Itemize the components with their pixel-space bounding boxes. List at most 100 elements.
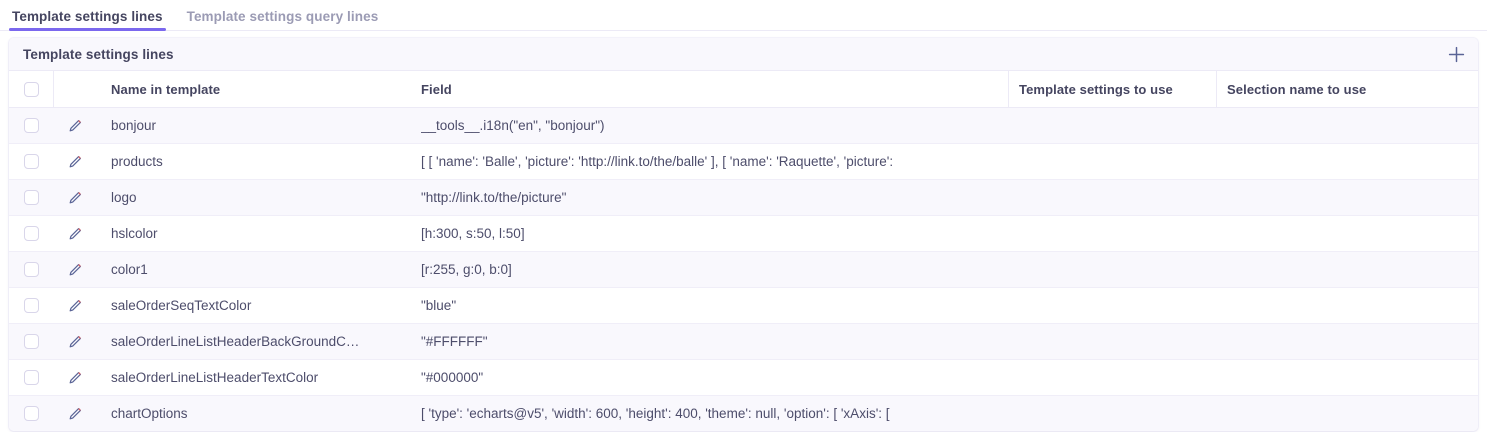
- row-checkbox[interactable]: [23, 118, 39, 133]
- cell-name-in-template[interactable]: products: [98, 143, 411, 180]
- pencil-icon[interactable]: [67, 117, 84, 134]
- select-all-header: [9, 71, 54, 108]
- pencil-icon[interactable]: [67, 405, 84, 422]
- panel-title: Template settings lines: [23, 46, 174, 62]
- row-checkbox[interactable]: [23, 262, 39, 277]
- cell-selection-name-to-use[interactable]: [1216, 287, 1478, 324]
- cell-template-settings-to-use[interactable]: [1008, 179, 1217, 216]
- row-select-cell: [9, 179, 54, 216]
- cell-field-text: "blue": [421, 298, 457, 313]
- row-edit-cellbox: [54, 288, 99, 323]
- tab-label: Template settings query lines: [186, 8, 379, 24]
- cell-field[interactable]: [r:255, g:0, b:0]: [411, 251, 1009, 288]
- cell-template-settings-to-use[interactable]: [1008, 395, 1217, 431]
- column-header-selection-name-to-use[interactable]: Selection name to use: [1216, 71, 1478, 108]
- pencil-icon[interactable]: [67, 153, 84, 170]
- row-checkbox[interactable]: [23, 226, 39, 241]
- table-row[interactable]: bonjour __tools__.i18n("en", "bonjour"): [9, 107, 1478, 144]
- cell-selection-name-to-use[interactable]: [1216, 251, 1478, 288]
- cell-field[interactable]: [ 'type': 'echarts@v5', 'width': 600, 'h…: [411, 395, 1009, 431]
- cell-name-in-template[interactable]: chartOptions: [98, 395, 411, 431]
- cell-template-settings-to-use[interactable]: [1008, 323, 1217, 360]
- cell-field[interactable]: "blue": [411, 287, 1009, 324]
- cell-name-text: logo: [111, 190, 137, 205]
- tab-template-settings-lines[interactable]: Template settings lines: [0, 8, 175, 31]
- row-select-cellbox: [9, 180, 54, 215]
- cell-name-in-template[interactable]: bonjour: [98, 107, 411, 144]
- row-select-cell: [9, 359, 54, 396]
- cell-name-text: chartOptions: [111, 406, 188, 421]
- cell-name-text: saleOrderLineListHeaderTextColor: [111, 370, 319, 385]
- table-row[interactable]: hslcolor [h:300, s:50, l:50]: [9, 215, 1478, 252]
- row-checkbox[interactable]: [23, 190, 39, 205]
- pencil-icon[interactable]: [67, 225, 84, 242]
- select-all-checkbox[interactable]: [23, 81, 39, 97]
- cell-template-settings-to-use[interactable]: [1008, 215, 1217, 252]
- tab-bar: Template settings lines Template setting…: [0, 0, 1487, 31]
- cell-selection-name-to-use[interactable]: [1216, 107, 1478, 144]
- cell-name-in-template[interactable]: hslcolor: [98, 215, 411, 252]
- row-edit-cellbox: [54, 216, 99, 251]
- row-edit-cellbox: [54, 360, 99, 395]
- table-row[interactable]: saleOrderLineListHeaderBackGroundC…"#FFF…: [9, 323, 1478, 360]
- cell-name-text: hslcolor: [111, 226, 158, 241]
- cell-selection-name-to-use[interactable]: [1216, 395, 1478, 431]
- row-select-cellbox: [9, 108, 54, 143]
- column-header-template-settings-to-use[interactable]: Template settings to use: [1008, 71, 1217, 108]
- table-row[interactable]: chartOptions [ 'type': 'echarts@v5', 'wid…: [9, 395, 1478, 431]
- row-edit-cell: [53, 287, 99, 324]
- cell-selection-name-to-use[interactable]: [1216, 179, 1478, 216]
- row-select-cellbox: [9, 252, 54, 287]
- cell-template-settings-to-use[interactable]: [1008, 287, 1217, 324]
- column-header-name-in-template[interactable]: Name in template: [98, 71, 411, 108]
- tab-label: Template settings lines: [12, 8, 163, 24]
- tab-template-settings-query-lines[interactable]: Template settings query lines: [175, 8, 391, 31]
- row-checkbox[interactable]: [23, 154, 39, 169]
- pencil-icon[interactable]: [67, 297, 84, 314]
- row-checkbox[interactable]: [23, 334, 39, 349]
- cell-field[interactable]: "#000000": [411, 359, 1009, 396]
- row-edit-cell: [53, 395, 98, 431]
- pencil-icon[interactable]: [67, 189, 84, 206]
- cell-field[interactable]: __tools__.i18n("en", "bonjour"): [411, 107, 1009, 144]
- plus-icon: [1448, 46, 1465, 63]
- cell-selection-name-to-use[interactable]: [1216, 143, 1478, 180]
- cell-name-in-template[interactable]: saleOrderSeqTextColor: [98, 287, 411, 324]
- pencil-icon[interactable]: [67, 261, 84, 278]
- panel-header: Template settings lines: [9, 38, 1478, 71]
- cell-selection-name-to-use[interactable]: [1216, 359, 1478, 396]
- row-select-cell: [9, 323, 54, 360]
- row-select-cellbox: [9, 360, 54, 395]
- row-checkbox[interactable]: [23, 298, 39, 313]
- cell-field[interactable]: "http://link.to/the/picture": [411, 179, 1009, 216]
- cell-template-settings-to-use[interactable]: [1008, 143, 1217, 180]
- cell-template-settings-to-use[interactable]: [1008, 107, 1217, 144]
- table-row[interactable]: products[ [ 'name': 'Balle', 'picture': …: [9, 143, 1478, 180]
- row-edit-cellbox: [54, 144, 99, 179]
- cell-field-text: "#000000": [421, 370, 484, 385]
- cell-field[interactable]: [h:300, s:50, l:50]: [411, 215, 1009, 252]
- row-checkbox[interactable]: [23, 406, 39, 421]
- table-row[interactable]: saleOrderLineListHeaderTextColor "#000000…: [9, 359, 1478, 396]
- cell-template-settings-to-use[interactable]: [1008, 251, 1217, 288]
- table-row[interactable]: color1[r:255, g:0, b:0]: [9, 251, 1478, 288]
- cell-selection-name-to-use[interactable]: [1216, 323, 1478, 360]
- cell-name-in-template[interactable]: saleOrderLineListHeaderBackGroundC…: [98, 323, 411, 360]
- table-body: bonjour __tools__.i18n("en", "bonjour") pr…: [9, 107, 1478, 431]
- cell-field[interactable]: [ [ 'name': 'Balle', 'picture': 'http://…: [411, 143, 1009, 180]
- table-row[interactable]: saleOrderSeqTextColor "blue": [9, 287, 1478, 324]
- row-select-cell: [9, 107, 54, 144]
- cell-field[interactable]: "#FFFFFF": [411, 323, 1009, 360]
- cell-name-in-template[interactable]: logo: [98, 179, 411, 216]
- cell-field-text: __tools__.i18n("en", "bonjour"): [421, 118, 605, 133]
- cell-name-in-template[interactable]: saleOrderLineListHeaderTextColor: [98, 359, 411, 396]
- cell-template-settings-to-use[interactable]: [1008, 359, 1217, 396]
- add-line-button[interactable]: [1434, 38, 1478, 70]
- row-checkbox[interactable]: [23, 370, 39, 385]
- cell-selection-name-to-use[interactable]: [1216, 215, 1478, 252]
- pencil-icon[interactable]: [67, 333, 84, 350]
- table-row[interactable]: logo "http://link.to/the/picture": [9, 179, 1478, 216]
- pencil-icon[interactable]: [67, 369, 84, 386]
- cell-name-in-template[interactable]: color1: [98, 251, 411, 288]
- column-header-field[interactable]: Field: [411, 71, 1009, 108]
